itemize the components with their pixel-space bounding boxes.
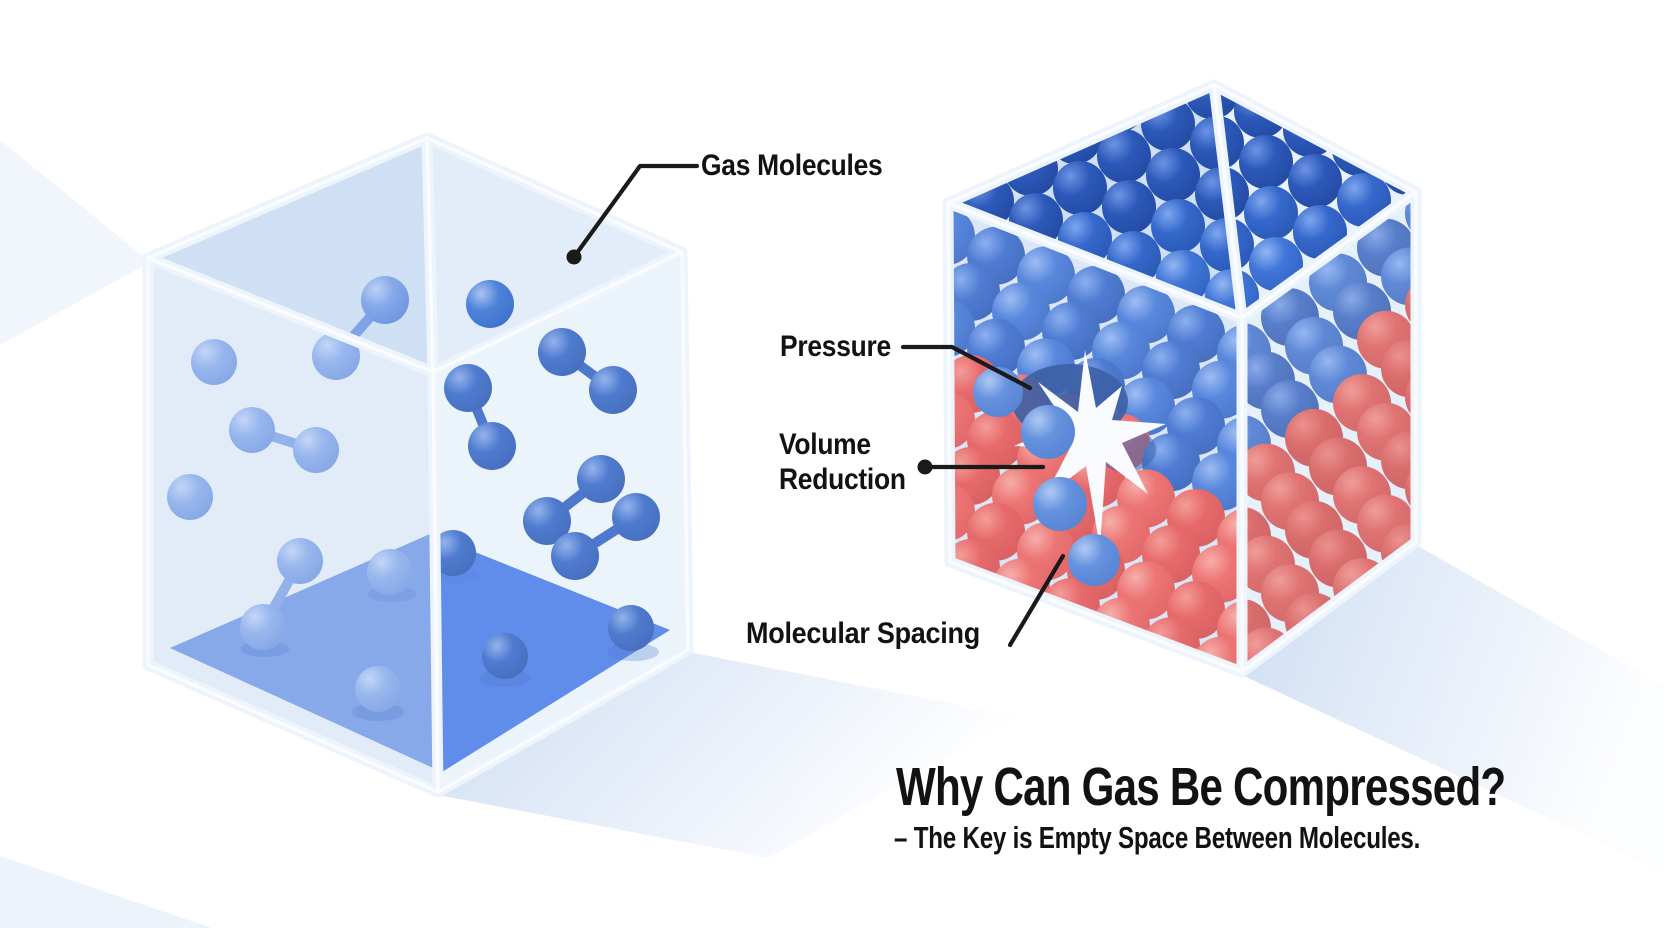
cube-floor [170,534,670,772]
page-title: Why Can Gas Be Compressed? [896,757,1506,817]
label-molecular-spacing: Molecular Spacing [746,617,980,650]
label-pressure: Pressure [780,330,891,363]
label-gas-molecules: Gas Molecules [701,149,883,182]
burst-layer [948,203,1242,672]
leader-dot-gas-molecules [566,249,582,265]
compression-burst-icon [1014,350,1166,548]
gas-molecules-group [167,276,660,712]
background-shadows [0,140,1664,928]
leader-line-pressure [900,344,1033,391]
left-gas-cube [142,132,694,798]
label-volume-reduction-line2: Reduction [779,463,906,496]
left-corner-wedge [0,140,150,345]
leader-line-gas-molecules [571,163,700,260]
right-face-glass [1242,192,1416,672]
leader-lines [566,163,1066,648]
page-subtitle: – The Key is Empty Space Between Molecul… [894,820,1421,855]
left-cube-shadow [438,652,1018,858]
bottom-left-wedge [0,856,212,928]
label-volume-reduction-line1: Volume [779,428,871,461]
label-volume-reduction: Volume Reduction [779,427,906,497]
right-cube-shadow [1242,545,1664,872]
leader-line-molecular-spacing [1007,553,1066,648]
right-compressed-cube [942,79,1422,678]
